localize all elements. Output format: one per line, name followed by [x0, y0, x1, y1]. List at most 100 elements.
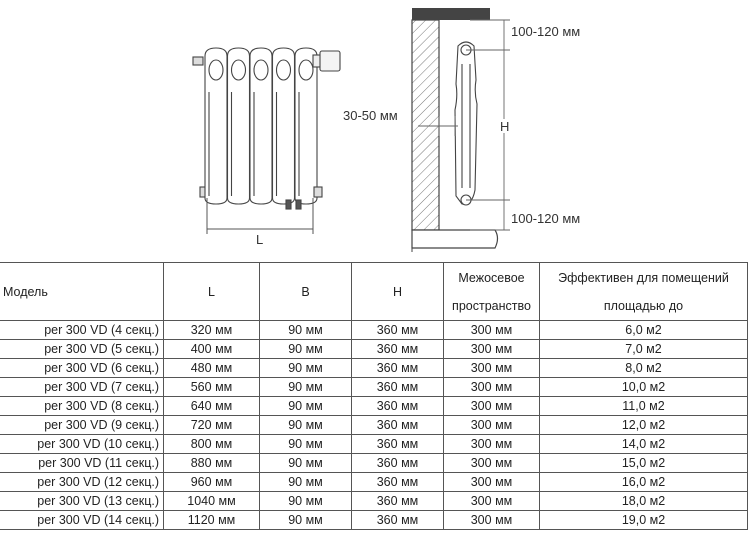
cell-b: 90 мм [259, 415, 352, 435]
cell-l: 800 мм [163, 434, 260, 454]
cell-area: 8,0 м2 [539, 358, 748, 378]
cell-axis: 300 мм [443, 472, 540, 492]
radiator-front-view [192, 47, 341, 210]
header-area-line-2: площадью до [603, 298, 684, 313]
cell-h: 360 мм [351, 339, 444, 359]
cell-area: 18,0 м2 [539, 491, 748, 511]
cell-area: 12,0 м2 [539, 415, 748, 435]
cell-area: 11,0 м2 [539, 396, 748, 416]
section-collector [298, 59, 314, 81]
cell-axis: 300 мм [443, 358, 540, 378]
cell-h: 360 мм [351, 377, 444, 397]
cell-area: 19,0 м2 [539, 510, 748, 530]
cell-model: per 300 VD (6 секц.) [0, 358, 164, 378]
cell-model: per 300 VD (4 секц.) [0, 320, 164, 340]
side-dimensions [418, 19, 516, 231]
radiator-side-profile [454, 41, 478, 206]
technical-drawing: L [0, 0, 750, 262]
section-collector [208, 59, 224, 81]
cell-b: 90 мм [259, 453, 352, 473]
cell-model: per 300 VD (7 секц.) [0, 377, 164, 397]
cell-h: 360 мм [351, 510, 444, 530]
section-collector [275, 59, 292, 81]
cell-h: 360 мм [351, 453, 444, 473]
cell-axis: 300 мм [443, 377, 540, 397]
header-axis-line-1: Межосевое [458, 270, 525, 285]
cell-b: 90 мм [259, 358, 352, 378]
label-wall-gap: 30-50 мм [343, 108, 398, 123]
header-l: L [163, 262, 260, 321]
label-top-gap: 100-120 мм [511, 24, 580, 39]
specification-table: Модель L B H Межосевое пространство Эффе… [0, 262, 748, 530]
cell-h: 360 мм [351, 434, 444, 454]
cell-area: 15,0 м2 [539, 453, 748, 473]
cell-area: 14,0 м2 [539, 434, 748, 454]
cell-model: per 300 VD (11 секц.) [0, 453, 164, 473]
drawing-canvas: L [192, 8, 580, 252]
cell-model: per 300 VD (12 секц.) [0, 472, 164, 492]
cell-area: 10,0 м2 [539, 377, 748, 397]
cell-l: 720 мм [163, 415, 260, 435]
cell-axis: 300 мм [443, 396, 540, 416]
cell-model: per 300 VD (9 секц.) [0, 415, 164, 435]
header-room-area: Эффективен для помещений площадью до [539, 262, 748, 321]
cell-area: 6,0 м2 [539, 320, 748, 340]
dimension-l [206, 198, 314, 234]
label-l: L [256, 232, 263, 247]
cell-b: 90 мм [259, 396, 352, 416]
cell-h: 360 мм [351, 472, 444, 492]
header-model: Модель [0, 262, 164, 321]
cell-l: 320 мм [163, 320, 260, 340]
cell-axis: 300 мм [443, 491, 540, 511]
cell-area: 7,0 м2 [539, 339, 748, 359]
cell-h: 360 мм [351, 396, 444, 416]
cell-axis: 300 мм [443, 320, 540, 340]
header-axis-line-2: пространство [452, 298, 531, 313]
cell-b: 90 мм [259, 472, 352, 492]
cell-h: 360 мм [351, 491, 444, 511]
cell-l: 1120 мм [163, 510, 260, 530]
cell-axis: 300 мм [443, 415, 540, 435]
section-collector [253, 59, 269, 81]
cell-model: per 300 VD (10 секц.) [0, 434, 164, 454]
header-axis-distance: Межосевое пространство [443, 262, 540, 321]
cell-axis: 300 мм [443, 453, 540, 473]
cell-area: 16,0 м2 [539, 472, 748, 492]
cell-model: per 300 VD (13 секц.) [0, 491, 164, 511]
cell-b: 90 мм [259, 510, 352, 530]
cell-axis: 300 мм [443, 339, 540, 359]
header-b: B [259, 262, 352, 321]
header-h: H [351, 262, 444, 321]
cell-l: 640 мм [163, 396, 260, 416]
cell-l: 880 мм [163, 453, 260, 473]
cell-b: 90 мм [259, 434, 352, 454]
cell-axis: 300 мм [443, 510, 540, 530]
table-header-row: Модель L B H Межосевое пространство Эффе… [0, 262, 748, 321]
label-h: H [500, 119, 509, 134]
cell-axis: 300 мм [443, 434, 540, 454]
cell-l: 1040 мм [163, 491, 260, 511]
label-bottom-gap: 100-120 мм [511, 211, 580, 226]
cell-model: per 300 VD (8 секц.) [0, 396, 164, 416]
cell-l: 960 мм [163, 472, 260, 492]
cell-model: per 300 VD (5 секц.) [0, 339, 164, 359]
cell-l: 400 мм [163, 339, 260, 359]
cell-b: 90 мм [259, 339, 352, 359]
section-collector [230, 59, 247, 81]
cell-h: 360 мм [351, 320, 444, 340]
cell-b: 90 мм [259, 320, 352, 340]
cell-model: per 300 VD (14 секц.) [0, 510, 164, 530]
header-area-line-1: Эффективен для помещений [558, 270, 729, 285]
cell-h: 360 мм [351, 415, 444, 435]
wall-side-view [411, 8, 499, 252]
cell-l: 560 мм [163, 377, 260, 397]
